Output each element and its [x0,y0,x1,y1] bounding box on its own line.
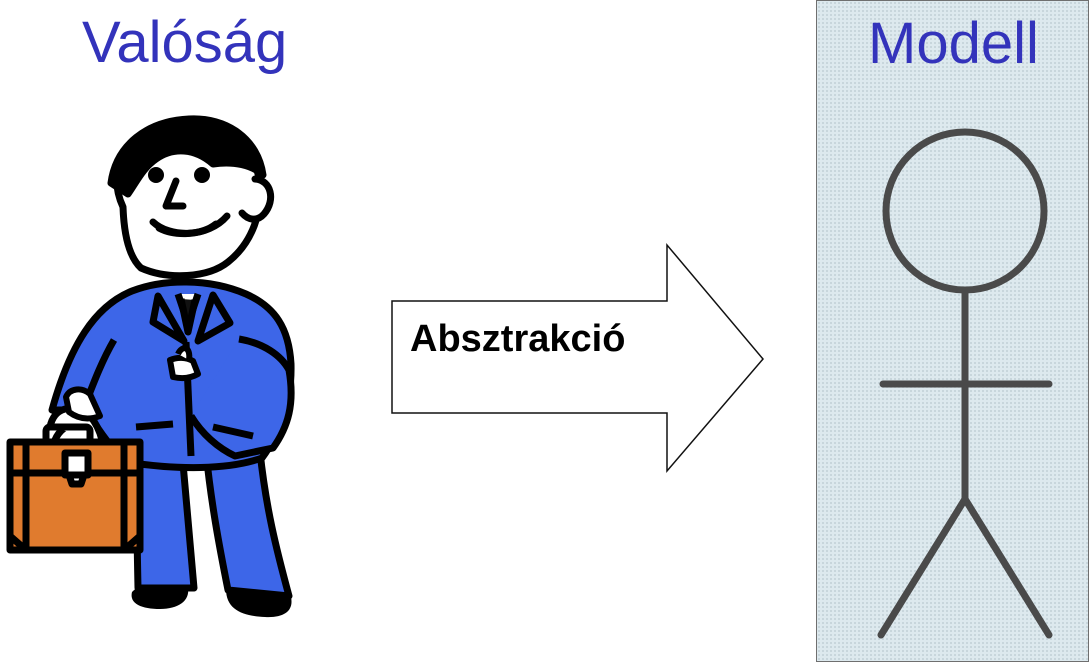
right-arrow-icon [391,242,764,474]
businessman-hand [167,345,201,381]
model-panel: Modell [816,0,1089,662]
businessman-legs [133,448,293,600]
abstraction-label: Absztrakció [410,318,626,360]
reality-title: Valóság [82,10,288,75]
stick-figure-right-leg [961,495,1053,639]
stick-figure-head [882,128,1048,294]
briefcase [6,405,144,554]
stick-figure-left-leg [877,495,969,639]
stick-figure-actor-icon [877,128,1053,639]
businessman-suit [48,278,295,472]
businessman-head [107,115,275,280]
businessman-briefcase-hand [63,386,103,422]
businessman-with-briefcase-icon [6,115,295,618]
model-title: Modell [868,11,1039,76]
